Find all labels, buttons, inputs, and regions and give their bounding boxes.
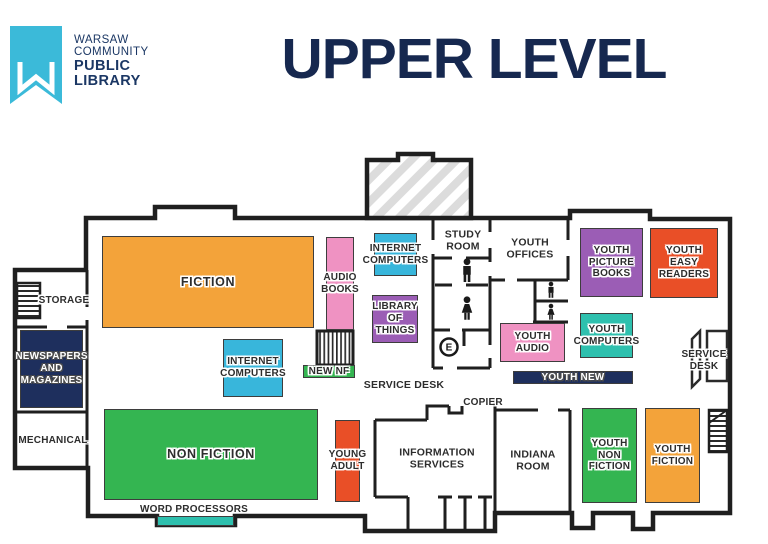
area-youth-fiction: YOUTH FICTION xyxy=(645,408,700,503)
room-storage-label: STORAGE xyxy=(38,295,90,307)
area-youth-non-fiction-label: YOUTH NON FICTION xyxy=(588,437,631,473)
entry-hatch-area xyxy=(364,151,474,221)
logo-line2: COMMUNITY xyxy=(74,46,149,59)
area-audio-books-label: AUDIO BOOKS xyxy=(321,271,359,295)
area-youth-fiction-label: YOUTH FICTION xyxy=(651,443,694,467)
area-word-processors xyxy=(157,516,234,526)
area-internet-computers-lower-label: INTERNET COMPUTERS xyxy=(220,356,286,379)
area-fiction: FICTION xyxy=(102,236,314,328)
logo-line1: WARSAW xyxy=(74,34,129,46)
area-word-processors-label: WORD PROCESSORS xyxy=(139,504,249,516)
area-internet-computers-upper-label: INTERNET COMPUTERS xyxy=(362,242,429,266)
room-service-desk-center-label: SERVICE DESK xyxy=(363,378,445,391)
area-newspapers-magazines-label: NEWSPAPERS AND MAGAZINES xyxy=(15,351,88,386)
area-internet-computers-lower: INTERNET COMPUTERS xyxy=(220,339,286,397)
area-new-nf xyxy=(303,365,355,378)
women-restroom-icon xyxy=(547,303,555,320)
area-youth-picture-books: YOUTH PICTURE BOOKS xyxy=(580,228,643,297)
area-newspapers-magazines: NEWSPAPERS AND MAGAZINES xyxy=(15,330,88,408)
logo-wordmark: WARSAW COMMUNITY PUBLIC LIBRARY xyxy=(74,34,149,90)
men-restroom-icon xyxy=(548,281,554,298)
stairs-bottom-right-icon xyxy=(707,408,729,454)
library-logo xyxy=(10,26,62,104)
area-young-adult-label: YOUNG ADULT xyxy=(328,449,367,472)
area-youth-computers-label: YOUTH COMPUTERS xyxy=(573,323,640,347)
area-youth-new-label: YOUTH NEW xyxy=(541,372,605,384)
stairs-storage-icon xyxy=(15,281,42,320)
room-study-room-label: STUDY ROOM xyxy=(444,228,482,253)
area-youth-easy-readers: YOUTH EASY READERS xyxy=(650,228,718,298)
room-indiana-room-label: INDIANA ROOM xyxy=(510,448,556,473)
elevator-label: E xyxy=(445,342,453,353)
logo-line3: PUBLIC xyxy=(74,57,131,74)
area-new-nf-label: NEW NF xyxy=(308,366,350,378)
area-youth-non-fiction: YOUTH NON FICTION xyxy=(582,408,637,503)
area-youth-audio-label: YOUTH AUDIO xyxy=(514,330,551,354)
room-information-services-label: INFORMATION SERVICES xyxy=(399,446,475,471)
area-youth-computers: YOUTH COMPUTERS xyxy=(574,313,639,358)
area-library-of-things-label: LIBRARY OF THINGS xyxy=(372,301,418,336)
service-desk-right-furniture xyxy=(690,327,729,391)
area-youth-easy-readers-label: YOUTH EASY READERS xyxy=(658,245,710,280)
area-fiction-label: FICTION xyxy=(180,274,236,289)
area-library-of-things: LIBRARY OF THINGS xyxy=(372,295,418,343)
area-young-adult: YOUNG ADULT xyxy=(329,420,366,502)
page-title: UPPER LEVEL xyxy=(281,27,668,91)
room-mechanical-label: MECHANICAL xyxy=(18,435,88,447)
area-non-fiction-label: NON FICTION xyxy=(167,447,255,462)
interior-walls xyxy=(15,218,572,530)
room-copier-label: COPIER xyxy=(463,397,503,409)
room-youth-offices-label: YOUTH OFFICES xyxy=(506,236,554,261)
area-youth-audio: YOUTH AUDIO xyxy=(500,323,565,362)
logo-w-icon xyxy=(17,62,55,96)
area-audio-books: AUDIO BOOKS xyxy=(321,237,359,330)
room-service-desk-right-label: SERVICE DESK xyxy=(681,349,727,372)
men-restroom-icon xyxy=(463,258,471,282)
stairs-center-icon xyxy=(315,329,355,367)
women-restroom-icon xyxy=(461,296,473,320)
area-youth-picture-books-label: YOUTH PICTURE BOOKS xyxy=(588,244,635,280)
area-internet-computers-upper: INTERNET COMPUTERS xyxy=(363,233,428,276)
area-non-fiction: NON FICTION xyxy=(104,409,318,500)
logo-line4: LIBRARY xyxy=(74,73,141,90)
area-youth-new xyxy=(513,371,633,384)
elevator-icon xyxy=(439,337,459,357)
